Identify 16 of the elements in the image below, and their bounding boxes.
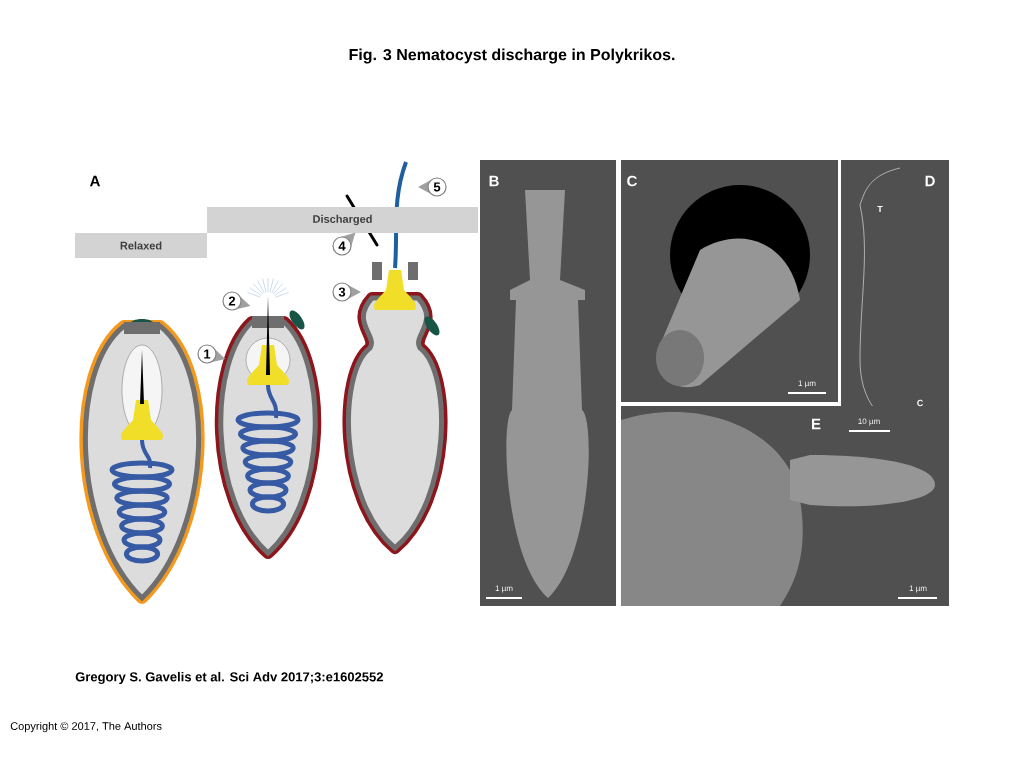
scale-bar: 10 µm <box>848 418 891 432</box>
figure-title: Fig. 3 Nematocyst discharge in Polykrikos. <box>349 48 675 64</box>
panel-letter: E <box>812 418 821 430</box>
panel-letter: C <box>627 175 637 187</box>
stage-band: Discharged <box>207 207 478 233</box>
scale-bar: 1 µm <box>787 380 827 394</box>
micrograph-label: T <box>877 205 883 213</box>
panel-letter: A <box>89 175 100 187</box>
citation: Gregory S. Gavelis et al. Sci Adv 2017;3:e1602552 <box>75 671 383 685</box>
scale-bar: 1 µm <box>897 585 938 599</box>
panel-letter: D <box>925 175 935 187</box>
scale-bar: 1 µm <box>485 585 523 599</box>
micrograph-label: C <box>917 399 923 407</box>
stage-band: Relaxed <box>75 233 207 258</box>
panel-letter: B <box>489 175 499 187</box>
copyright-note: Copyright © 2017, The Authors <box>10 721 162 733</box>
